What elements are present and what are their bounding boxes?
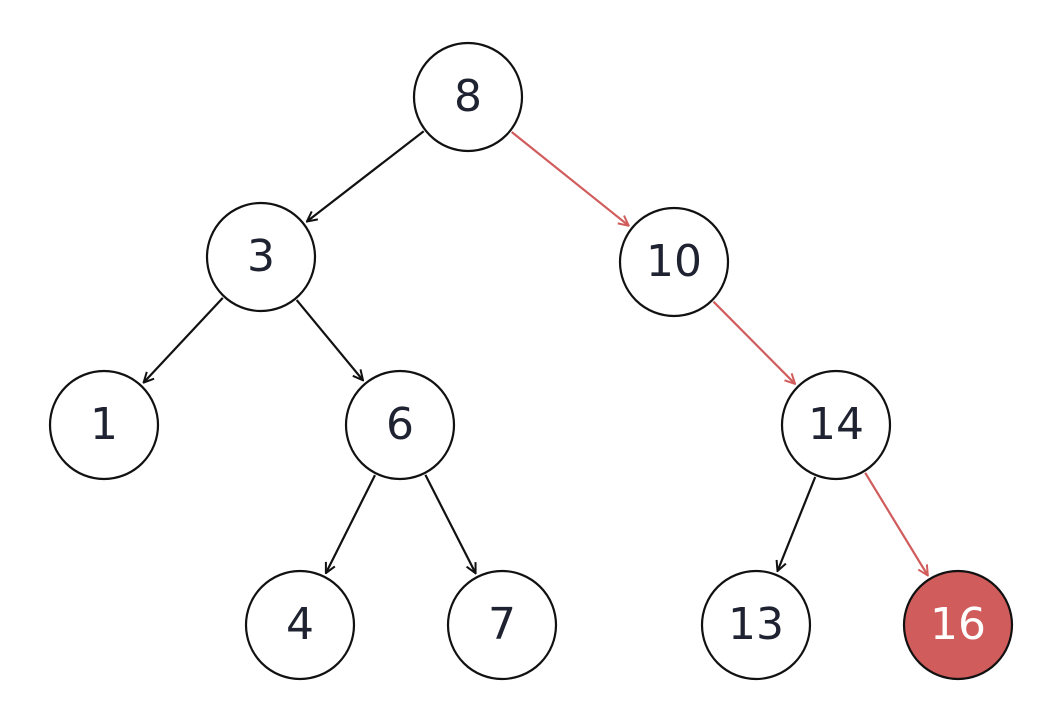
edge-10-to-14 xyxy=(712,300,796,384)
edge-14-to-16 xyxy=(864,472,928,576)
tree-node-3: 3 xyxy=(205,201,317,313)
node-label: 10 xyxy=(646,236,702,287)
edge-6-to-4 xyxy=(326,474,376,573)
edge-8-to-10 xyxy=(511,131,629,226)
node-circle xyxy=(48,369,160,481)
node-label: 8 xyxy=(454,71,482,122)
tree-node-13: 13 xyxy=(700,569,812,681)
node-circle xyxy=(780,369,892,481)
tree-node-16: 16 xyxy=(902,569,1014,681)
node-circle xyxy=(344,369,456,481)
node-label: 14 xyxy=(808,399,864,450)
node-label: 13 xyxy=(728,599,784,650)
node-label: 16 xyxy=(930,599,986,650)
tree-node-8: 8 xyxy=(412,41,524,153)
tree-node-4: 4 xyxy=(244,569,356,681)
node-circle xyxy=(244,569,356,681)
tree-node-1: 1 xyxy=(48,369,160,481)
node-circle xyxy=(618,206,730,318)
node-circle xyxy=(446,569,558,681)
node-circle xyxy=(205,201,317,313)
edges-group xyxy=(144,130,928,576)
node-label: 6 xyxy=(386,399,414,450)
edge-3-to-1 xyxy=(144,297,224,383)
edge-14-to-13 xyxy=(778,476,817,571)
node-circle xyxy=(412,41,524,153)
tree-node-7: 7 xyxy=(446,569,558,681)
node-circle xyxy=(700,569,812,681)
node-circle xyxy=(902,569,1014,681)
tree-node-14: 14 xyxy=(780,369,892,481)
tree-node-10: 10 xyxy=(618,206,730,318)
edge-8-to-3 xyxy=(307,130,425,221)
tree-node-6: 6 xyxy=(344,369,456,481)
node-label: 1 xyxy=(90,399,118,450)
node-label: 7 xyxy=(488,599,516,650)
edge-6-to-7 xyxy=(424,474,475,573)
node-label: 3 xyxy=(247,231,275,282)
edge-3-to-6 xyxy=(295,299,363,380)
node-label: 4 xyxy=(286,599,314,650)
